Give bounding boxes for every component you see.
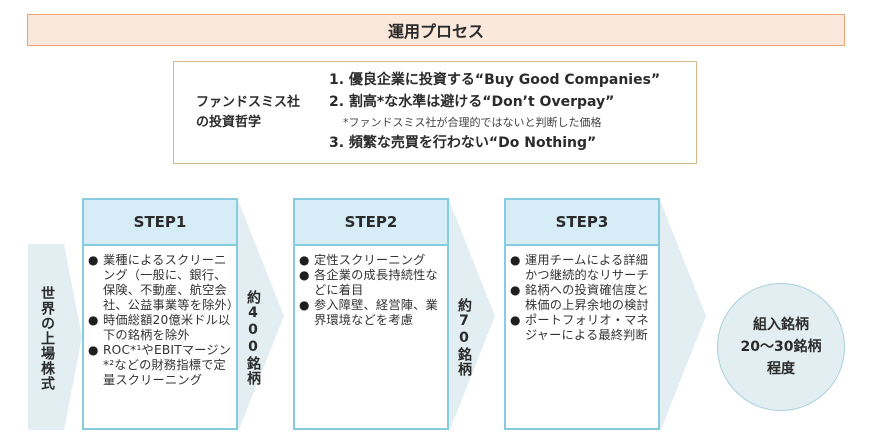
step1-result: 約400銘柄 [245, 290, 261, 386]
philosophy-items: 1. 優良企業に投資する“Buy Good Companies” 2. 割高*な… [329, 69, 660, 154]
step2-result-arrow [449, 200, 495, 432]
step3-card: STEP3 ● 運用チームによる詳細かつ継続的なリサーチ ● 銘柄への投資確信度と株… [504, 198, 660, 430]
bullet-text: 定性スクリーニング [314, 253, 426, 267]
bullet-text: ポートフォリオ・マネジャーによる最終判断 [525, 313, 649, 342]
philosophy-item-1: 1. 優良企業に投資する“Buy Good Companies” [329, 72, 661, 88]
final-holdings-circle: 組入銘柄 20〜30銘柄 程度 [717, 283, 845, 411]
list-item: ● 運用チームによる詳細かつ継続的なリサーチ [510, 253, 656, 283]
final-line1: 組入銘柄 [753, 317, 809, 333]
bullet-text: 参入障壁、経営陣、業界環境などを考慮 [314, 298, 438, 327]
investment-philosophy-box: ファンドスミス社 の投資哲学 1. 優良企業に投資する“Buy Good Com… [173, 61, 697, 164]
bullet-icon: ● [299, 268, 310, 282]
list-item: ● 参入障壁、経営陣、業界環境などを考慮 [299, 298, 445, 328]
final-line3: 程度 [767, 361, 795, 377]
step2-result: 約70銘柄 [456, 298, 472, 377]
philosophy-label-line2: の投資哲学 [196, 115, 262, 130]
bullet-icon: ● [510, 253, 521, 267]
step1-card: STEP1 ● 業種によるスクリーニング（一般に、銀行、保険、不動産、航空会社、公… [82, 198, 239, 430]
list-item: ● ポートフォリオ・マネジャーによる最終判断 [510, 313, 656, 343]
philosophy-label-line1: ファンドスミス社 [196, 95, 301, 110]
bullet-icon: ● [510, 313, 521, 327]
start-label: 世界の上場株式 [39, 286, 55, 391]
bullet-text: 運用チームによる詳細かつ継続的なリサーチ [525, 253, 649, 282]
step2-bullets: ● 定性スクリーニング ● 各企業の成長持続性などに着目 ● 参入障壁、経営陣、業界環… [295, 246, 447, 328]
step1-bullets: ● 業種によるスクリーニング（一般に、銀行、保険、不動産、航空会社、公益事業等を除… [84, 246, 239, 388]
final-line2: 20〜30銘柄 [740, 339, 822, 355]
bullet-text: 時価総額20億米ドル以下の銘柄を除外 [103, 313, 231, 342]
philosophy-label: ファンドスミス社 の投資哲学 [196, 93, 300, 133]
list-item: ● ROC*¹やEBITマージン*²などの財務指標で定量スクリーニング [88, 343, 234, 388]
process-title-bar: 運用プロセス [27, 14, 845, 46]
bullet-icon: ● [88, 343, 99, 357]
bullet-icon: ● [88, 253, 99, 267]
step2-header: STEP2 [295, 200, 447, 246]
list-item: ● 時価総額20億米ドル以下の銘柄を除外 [88, 313, 234, 343]
bullet-icon: ● [510, 283, 521, 297]
step3-header: STEP3 [506, 200, 658, 246]
step1-result-arrow [238, 200, 284, 432]
philosophy-item-2: 2. 割高*な水準は避ける“Don’t Overpay” [329, 94, 615, 110]
list-item: ● 業種によるスクリーニング（一般に、銀行、保険、不動産、航空会社、公益事業等を除… [88, 253, 239, 313]
list-item: ● 銘柄への投資確信度と株価の上昇余地の検討 [510, 283, 656, 313]
start-arrow-shape [28, 244, 82, 430]
bullet-icon: ● [299, 298, 310, 312]
philosophy-item-3: 3. 頻繁な売買を行わない“Do Nothing” [329, 135, 597, 151]
step2-card: STEP2 ● 定性スクリーニング ● 各企業の成長持続性などに着目 ● 参入障壁、経… [293, 198, 449, 430]
bullet-text: 各企業の成長持続性などに着目 [314, 268, 438, 297]
process-title: 運用プロセス [387, 22, 484, 41]
step3-bullets: ● 運用チームによる詳細かつ継続的なリサーチ ● 銘柄への投資確信度と株価の上昇余地… [506, 246, 658, 343]
philosophy-note: *ファンドスミス社が合理的ではないと判断した価格 [343, 116, 602, 129]
bullet-icon: ● [88, 313, 99, 327]
list-item: ● 定性スクリーニング [299, 253, 445, 268]
bullet-text: 銘柄への投資確信度と株価の上昇余地の検討 [525, 283, 649, 312]
step1-header: STEP1 [84, 200, 236, 246]
bullet-text: ROC*¹やEBITマージン*²などの財務指標で定量スクリーニング [103, 343, 232, 387]
list-item: ● 各企業の成長持続性などに着目 [299, 268, 445, 298]
step3-result-arrow [660, 200, 706, 432]
bullet-icon: ● [299, 253, 310, 267]
bullet-text: 業種によるスクリーニング（一般に、銀行、保険、不動産、航空会社、公益事業等を除外… [103, 253, 240, 312]
